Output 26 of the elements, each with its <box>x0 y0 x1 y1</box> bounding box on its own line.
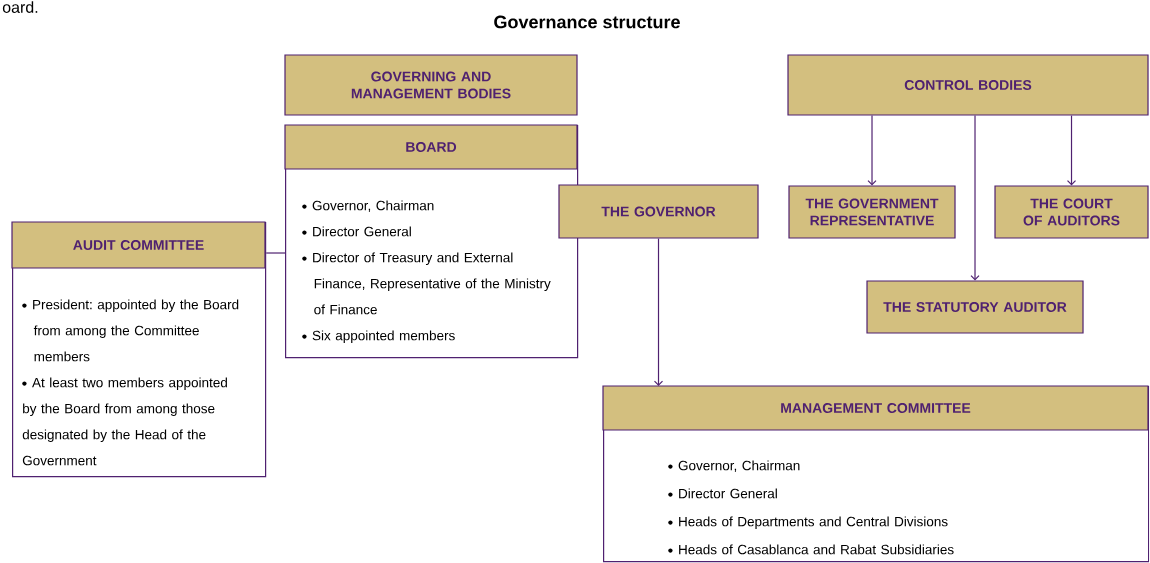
list-item: Governor, Chairman <box>668 460 800 472</box>
role-box: THE GOVERNMENT REPRESENTATIVE <box>788 185 956 239</box>
connector <box>1066 115 1077 186</box>
connector <box>970 115 980 281</box>
heading-box: GOVERNING AND MANAGEMENT BODIES <box>284 54 578 116</box>
list-item: Director of Treasury and External Finance, Representative of the Ministry of Finance <box>302 252 551 315</box>
role-box: THE GOVERNOR <box>558 184 759 239</box>
committee-box: MANAGEMENT COMMITTEE Governor, Chairman Director General Heads of Departments and Central Divisions Heads of Casablanca and Rabat Subsidiaries <box>602 385 1150 563</box>
list-item: Governor, Chairman <box>302 200 434 212</box>
connector <box>653 238 664 386</box>
list-item: Six appointed members <box>302 330 455 343</box>
list-item: Director General <box>302 226 411 237</box>
list-item: Director General <box>668 488 777 499</box>
heading-box: CONTROL BODIES <box>787 54 1149 116</box>
text-fragment: oard. <box>2 1 38 13</box>
role-box: THE COURT OF AUDITORS <box>994 185 1149 239</box>
list-item: Heads of Casablanca and Rabat Subsidiaries <box>668 544 954 555</box>
list-item: President: appointed by the Board from among the Committee members <box>22 299 239 362</box>
committee-box: BOARD Governor, Chairman Director General Director of Treasury and External Finance, Representative of the Ministry of Finance Six appointed members <box>284 124 579 359</box>
title: Governance structure <box>494 15 680 29</box>
list-item: At least two members appointed by the Board from among those designated by the Head of the Government <box>22 377 227 466</box>
committee-box: AUDIT COMMITTEE President: appointed by the Board from among the Committee members At least two members appointed by the Board from among those designated by the Head of the Government <box>11 221 267 478</box>
list-item: Heads of Departments and Central Divisions <box>668 516 948 529</box>
connector <box>265 252 286 254</box>
role-box: THE STATUTORY AUDITOR <box>866 280 1084 334</box>
connector <box>867 115 877 186</box>
